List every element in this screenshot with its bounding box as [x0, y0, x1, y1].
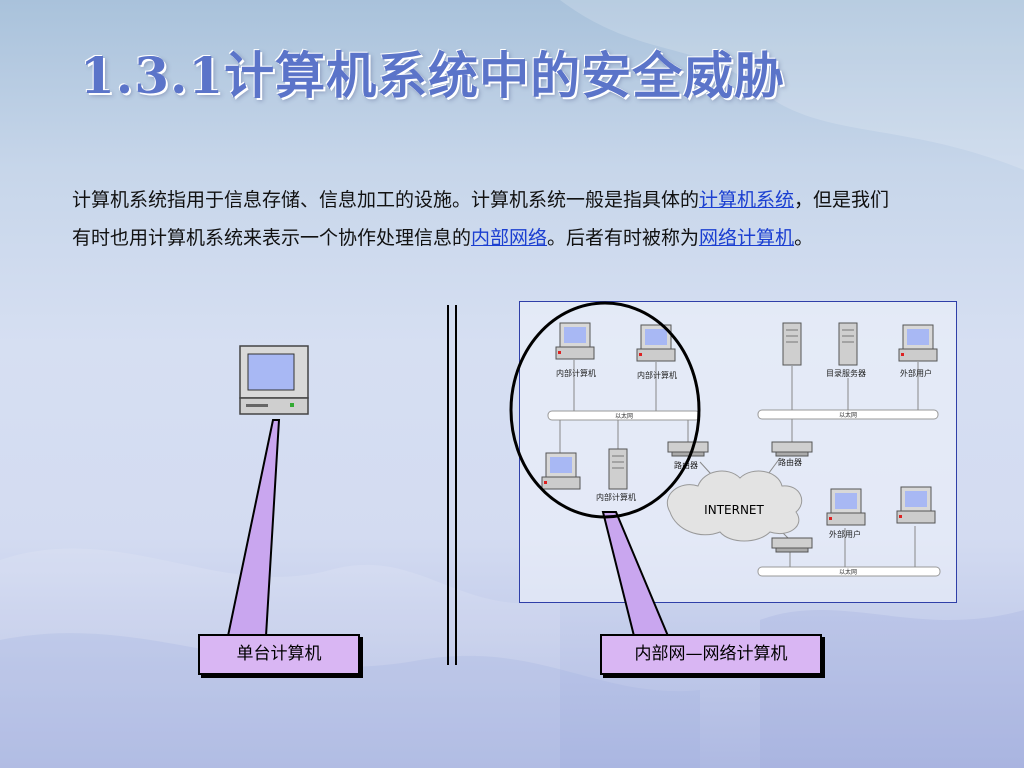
paragraph-text-4: 。: [794, 227, 814, 249]
router-2-label: 路由器: [778, 457, 802, 467]
paragraph-text-1: 计算机系统指用于信息存储、信息加工的设施。计算机系统一般是指具体的: [72, 189, 700, 211]
ethernet-label-2: 以太网: [839, 411, 857, 419]
ethernet-bus-3: [757, 566, 941, 577]
single-computer-callout: 单台计算机: [198, 634, 360, 675]
internet-cloud: [667, 470, 803, 542]
inner-pc-1-label: 内部计算机: [556, 368, 596, 378]
router-3-icon: [771, 537, 813, 553]
directory-server-icon: [838, 322, 858, 366]
ethernet-label-1: 以太网: [615, 412, 633, 420]
inner-server-icon: [608, 448, 628, 490]
external-user-2-icon: [826, 488, 866, 526]
external-user-pc-icon: [898, 324, 938, 362]
link-network-computer[interactable]: 网络计算机: [699, 227, 795, 249]
paragraph-text-3: 。后者有时被称为: [547, 227, 700, 249]
paragraph-text-2: ，但是我们有时也用计算机系统来表示一个协作处理信息的: [72, 189, 890, 249]
external-user-2-label: 外部用户: [829, 529, 861, 539]
link-internal-network[interactable]: 内部网络: [471, 227, 548, 249]
ethernet-label-3: 以太网: [839, 568, 857, 576]
inner-pc-2-icon: [636, 324, 676, 362]
body-paragraph: 计算机系统指用于信息存储、信息加工的设施。计算机系统一般是指具体的计算机系统，但…: [72, 181, 902, 257]
directory-server-label: 目录服务器: [826, 368, 866, 378]
divider-line: [447, 305, 449, 665]
slide-title: 1.3.1计算机系统中的安全威胁: [80, 46, 786, 105]
external-user-1-label: 外部用户: [900, 368, 932, 378]
internet-label: INTERNET: [704, 503, 764, 517]
inner-pc-1-icon: [555, 322, 595, 360]
pc-icon: [239, 345, 309, 415]
inner-pc-3-icon: [541, 452, 581, 490]
divider-line: [455, 305, 457, 665]
router-1-icon: [667, 441, 709, 457]
inner-pc-2-label: 内部计算机: [637, 370, 677, 380]
link-computer-system[interactable]: 计算机系统: [699, 189, 795, 211]
lan-highlight-circle: [509, 301, 701, 519]
server-icon: [782, 322, 802, 366]
external-user-3-icon: [896, 486, 936, 524]
router-2-icon: [771, 441, 813, 457]
lan-callout-pointer: [601, 511, 670, 637]
inner-server-label: 内部计算机: [596, 492, 636, 502]
lan-callout: 内部网—网络计算机: [600, 634, 822, 675]
